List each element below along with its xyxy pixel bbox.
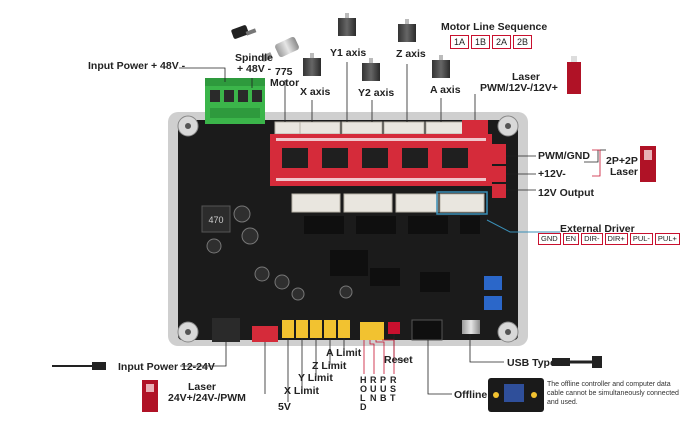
usb-typec-label: USB Type-C <box>507 357 567 369</box>
inductor-470 <box>201 205 231 233</box>
power-terminal-48v <box>205 78 265 124</box>
laser-2p2p-label: 2P+2P <box>606 155 638 167</box>
pause-p: P <box>380 375 387 385</box>
z-axis-label: Z axis <box>396 48 426 60</box>
leader-lines <box>179 62 606 402</box>
pause-b: B <box>380 393 387 403</box>
motor-code-2a: 2A <box>492 35 512 49</box>
run-u: U <box>370 384 377 394</box>
offline-note: The offline controller and computer data… <box>547 381 679 406</box>
run-n: N <box>370 393 377 403</box>
motor-775-sub-label: Motor <box>270 77 300 89</box>
stepper-motor-icon <box>303 13 450 81</box>
limit-headers <box>282 320 384 340</box>
pin-dir-minus: DIR- <box>581 233 603 245</box>
laser-bottom-sub-label: 24V+/24V-/PWM <box>168 392 246 404</box>
power-plug-icon <box>231 25 257 39</box>
motor-code-1a: 1A <box>450 35 470 49</box>
power-cable-icon <box>52 362 106 370</box>
run-pin-labels: R U N <box>370 376 377 403</box>
inductor-label: 470 <box>208 215 223 225</box>
plus-12v-label: +12V- <box>538 168 566 180</box>
pin-gnd: GND <box>538 233 561 245</box>
x-axis-label: X axis <box>300 86 331 98</box>
motor-code-1b: 1B <box>471 35 491 49</box>
hold-pin-labels: H O L D <box>360 376 367 412</box>
input-power-12-24v-label: Input Power 12-24V <box>118 361 215 373</box>
hold-d: D <box>360 402 367 412</box>
offline-controller-icon <box>488 378 544 412</box>
motor-line-sequence-label: Motor Line Sequence <box>441 21 548 33</box>
laser-2p2p-sub-label: Laser <box>610 166 639 178</box>
pin-dir-plus: DIR+ <box>604 233 628 245</box>
laser-top-sub-label: PWM/12V-/12V+ <box>480 82 558 94</box>
z-limit-label: Z Limit <box>312 360 347 372</box>
offline-label: Offline <box>454 389 488 401</box>
y1-axis-label: Y1 axis <box>330 47 367 59</box>
run-r: R <box>370 375 377 385</box>
pause-u: U <box>380 384 387 394</box>
laser-top-label: Laser <box>512 71 541 83</box>
pin-en: EN <box>562 233 580 245</box>
reset-t: T <box>390 393 396 403</box>
motor-code-2b: 2B <box>513 35 533 49</box>
a-limit-label: A Limit <box>326 347 362 359</box>
motor-line-codes: 1A 1B 2A 2B <box>450 35 533 49</box>
dc-jack <box>212 318 240 342</box>
reset-s: S <box>390 384 397 394</box>
output-12v-label: 12V Output <box>538 187 595 199</box>
hold-o: O <box>360 384 368 394</box>
reset-button-component <box>388 322 400 334</box>
external-driver-connectors <box>291 193 485 213</box>
hold-l: L <box>360 393 366 403</box>
pause-pin-labels: P U B <box>380 376 387 403</box>
external-driver-lines <box>486 219 560 233</box>
offline-header <box>411 319 443 341</box>
x-limit-label: X Limit <box>284 385 320 397</box>
laser-module-icon <box>142 56 656 412</box>
config-switches <box>484 276 502 310</box>
usb-cable-icon <box>552 356 602 368</box>
pin-pul-plus: PUL+ <box>654 233 680 245</box>
y-limit-label: Y Limit <box>298 372 333 384</box>
reset-label: Reset <box>384 354 413 366</box>
dc-motor-icon <box>261 36 299 62</box>
external-driver-pins: GND EN DIR- DIR+ PUL- PUL+ <box>538 233 680 245</box>
usb-c-port <box>462 320 480 334</box>
motor-775-label: 775 <box>275 66 293 78</box>
right-connectors <box>492 144 506 198</box>
power-chips <box>304 216 480 292</box>
spindle-voltage-label: + 48V - <box>237 63 272 75</box>
spindle-label: Spindle <box>235 52 273 64</box>
laser-bottom-connector <box>252 326 278 342</box>
input-power-48v-label: Input Power + 48V - <box>88 60 186 72</box>
reset-r: R <box>390 375 397 385</box>
pwm-gnd-label: PWM/GND <box>538 150 590 162</box>
laser-top-connector <box>462 120 488 134</box>
stepper-drivers <box>270 134 492 186</box>
external-driver-label: External Driver <box>560 223 635 235</box>
laser-bottom-label: Laser <box>188 381 217 393</box>
reset-pin-labels: R S T <box>390 376 397 403</box>
a-axis-label: A axis <box>430 84 461 96</box>
hold-h: H <box>360 375 367 385</box>
y2-axis-label: Y2 axis <box>358 87 395 99</box>
motor-connectors <box>274 121 467 135</box>
capacitors <box>206 205 353 301</box>
five-v-label: 5V <box>278 401 291 413</box>
pin-pul-minus: PUL- <box>629 233 653 245</box>
